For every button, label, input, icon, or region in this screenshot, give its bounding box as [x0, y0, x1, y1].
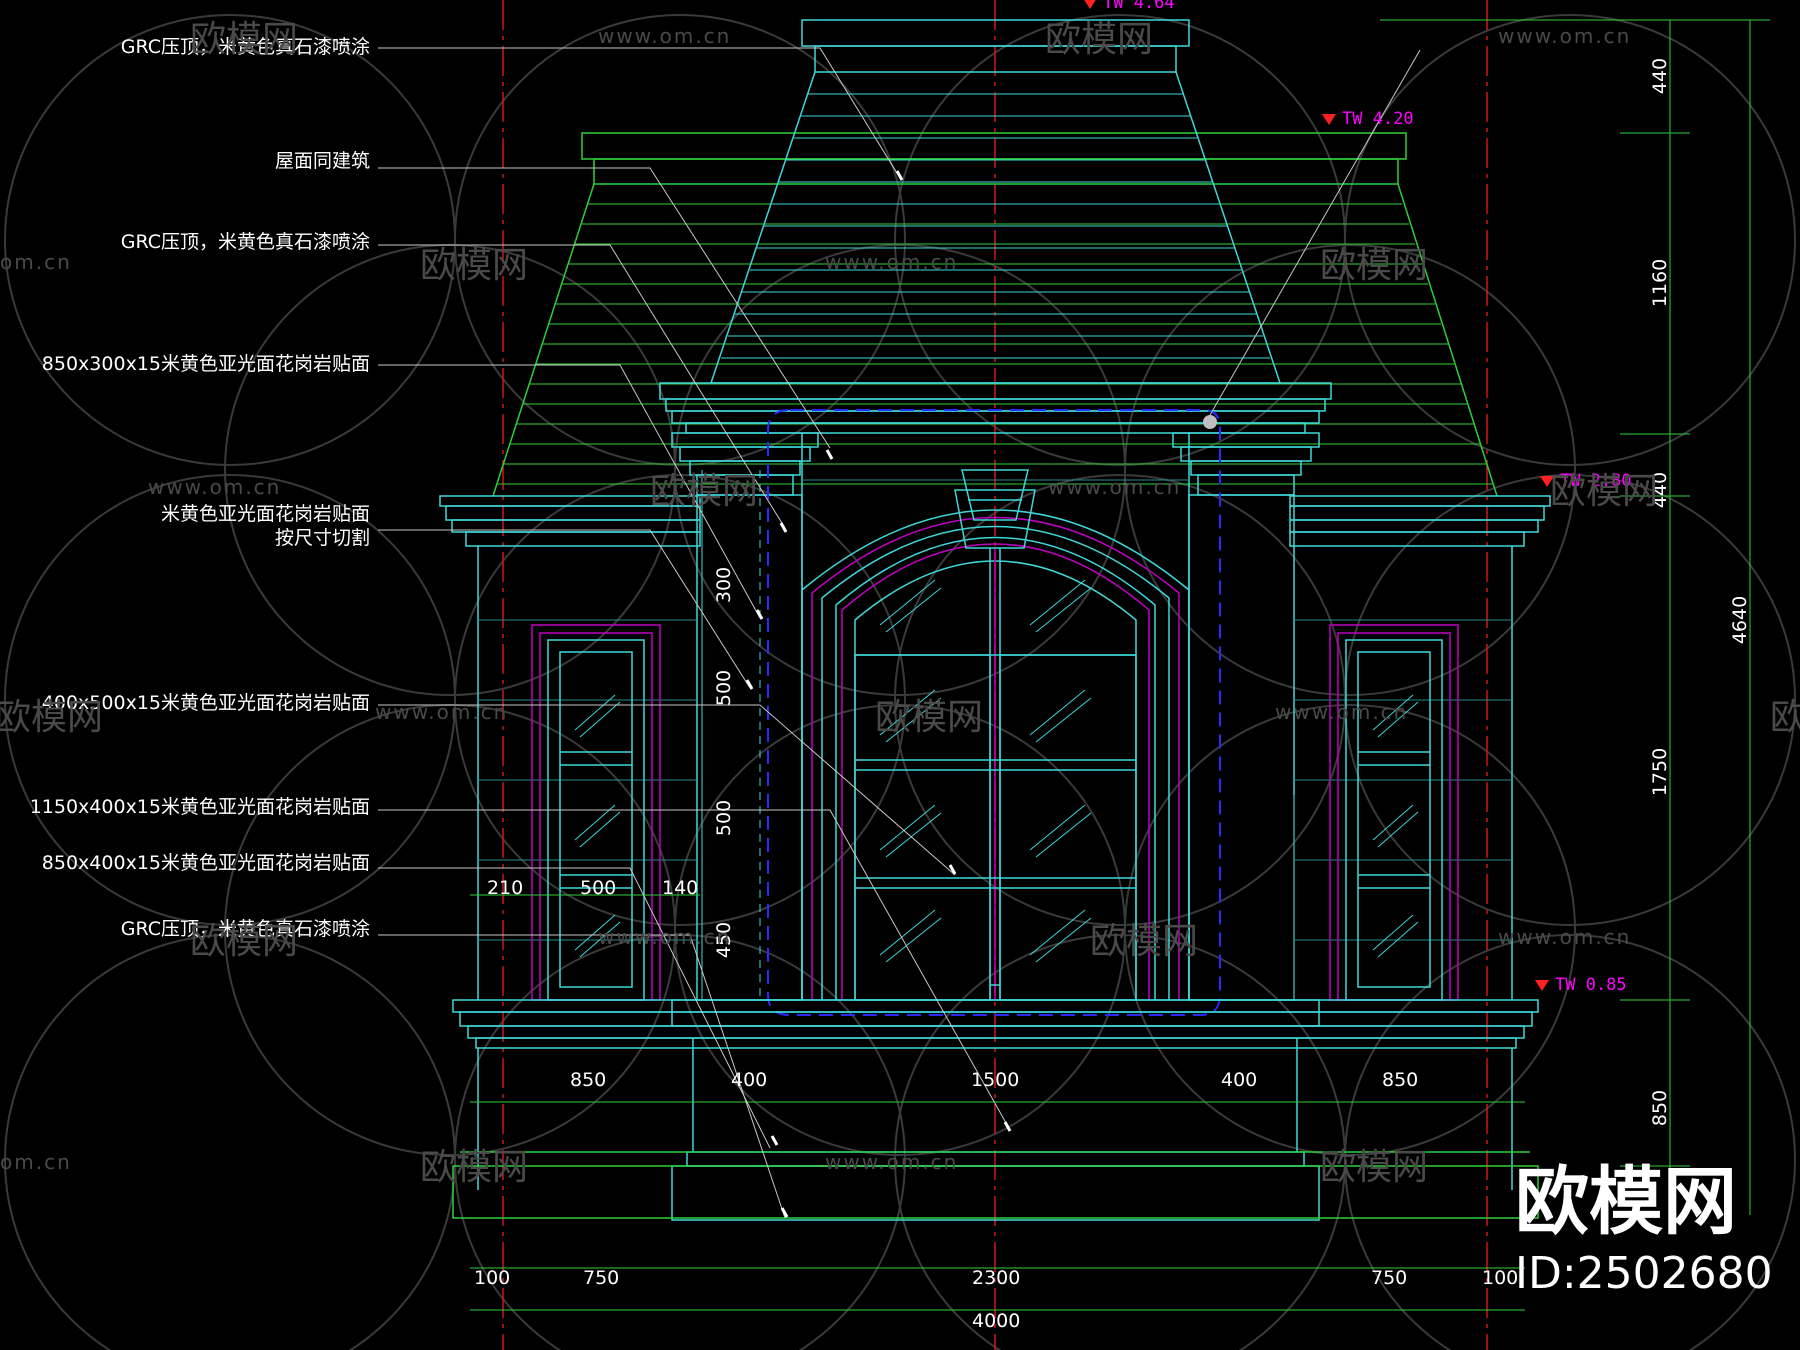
bottom-dimension: 750: [583, 1267, 620, 1289]
horizontal-dimension: 1500: [971, 1069, 1020, 1091]
horizontal-dimension: 400: [1221, 1069, 1258, 1091]
watermark-logo: 欧模网: [420, 1147, 529, 1188]
watermark-url: www.om.cn: [1498, 925, 1632, 949]
dimension-lines: [470, 19, 1770, 1311]
bottom-dimension: 100: [474, 1267, 511, 1289]
annotation-label: 400x500x15米黄色亚光面花岗岩贴面: [41, 692, 370, 714]
annotation-label: GRC压顶，米黄色真石漆喷涂: [120, 918, 370, 940]
annotation-label: GRC压顶，米黄色真石漆喷涂: [120, 231, 370, 253]
bottom-dimension: 100: [1482, 1267, 1519, 1289]
column-capitals: [671, 432, 1320, 496]
level-triangle-icon: [1322, 113, 1336, 125]
window-dimension: 140: [662, 877, 699, 899]
level-mark: TW 4.20: [1322, 110, 1414, 128]
annotation-label: 屋面同建筑: [274, 150, 370, 172]
watermark-url: www.om.cn: [1048, 475, 1182, 499]
annotation-label: 850x300x15米黄色亚光面花岗岩贴面: [41, 353, 370, 375]
level-mark: TW 0.85: [1535, 976, 1627, 994]
blue-dashed-outline: [767, 409, 1221, 1016]
watermark-logo: 欧模网: [0, 697, 104, 738]
bottom-dimension: 750: [1371, 1267, 1408, 1289]
column-dimension: 500: [713, 799, 736, 837]
annotation-label: 850x400x15米黄色亚光面花岗岩贴面: [41, 852, 370, 874]
tower-roof: [659, 19, 1332, 434]
level-triangle-icon: [1083, 0, 1097, 9]
watermark-logo: 欧模网: [1090, 921, 1199, 962]
watermark-logo: 欧模网: [1550, 471, 1659, 512]
vertical-dimension: 1750: [1649, 747, 1672, 797]
watermark-url: www.om.cn: [825, 1150, 959, 1174]
leader-ticks: [745, 170, 1012, 1218]
window-dimension: 500: [580, 877, 617, 899]
watermark-logo: 欧模网: [1770, 697, 1800, 738]
leader-lines: [378, 47, 1421, 1219]
horizontal-dimension: 400: [731, 1069, 768, 1091]
column-dimension: 300: [713, 566, 736, 604]
arched-window: [801, 469, 1190, 1001]
watermark-url: www.om.cn: [1275, 700, 1409, 724]
vertical-dimension: 850: [1649, 1089, 1672, 1127]
horizontal-dimension: 850: [570, 1069, 607, 1091]
watermark-logo: 欧模网: [190, 19, 299, 60]
leader-node: [1203, 415, 1217, 429]
annotation-label: GRC压顶，米黄色真石漆喷涂: [120, 36, 370, 58]
vertical-dimension: 1160: [1649, 258, 1672, 308]
level-mark: TW 2.80: [1540, 472, 1632, 490]
watermark-logo: 欧模网: [1045, 19, 1154, 60]
watermark-logo: 欧模网: [1320, 245, 1429, 286]
axis-lines: [502, 0, 1488, 1350]
level-triangle-icon: [1535, 979, 1549, 991]
window-dimension: 210: [487, 877, 524, 899]
annotation-label: 米黄色亚光面花岗岩贴面: [160, 503, 370, 525]
side-cornices: [439, 495, 1551, 547]
annotation-label: 1150x400x15米黄色亚光面花岗岩贴面: [29, 796, 370, 818]
watermark-url: www.om.cn: [375, 700, 509, 724]
watermark-logo: 欧模网: [650, 471, 759, 512]
watermark-url: om.cn: [0, 1150, 72, 1174]
watermark-url: www.om.cn: [598, 24, 732, 48]
total-width-dimension: 4000: [972, 1310, 1021, 1332]
watermark-url: www.om.cn: [1498, 24, 1632, 48]
watermark-url: www.om.cn: [825, 250, 959, 274]
column-dimension: 500: [713, 669, 736, 707]
brand-logo: 欧模网: [1515, 1159, 1737, 1245]
brand-id: ID:2502680: [1515, 1248, 1773, 1299]
watermark-url: om.cn: [0, 250, 72, 274]
watermark-url: www.om.cn: [148, 475, 282, 499]
watermark-logo: 欧模网: [420, 245, 529, 286]
horizontal-dimension: 850: [1382, 1069, 1419, 1091]
watermark-url: www.om.cn: [598, 925, 732, 949]
level-mark: TW 4.64: [1083, 0, 1175, 12]
total-height-dimension: 4640: [1729, 595, 1752, 645]
watermark-logo: 欧模网: [1320, 1147, 1429, 1188]
annotation-label: 按尺寸切割: [274, 527, 370, 549]
vertical-dimension: 440: [1649, 57, 1672, 95]
bottom-dimension: 2300: [972, 1267, 1021, 1289]
watermark-logo: 欧模网: [875, 697, 984, 738]
watermark-logo: 欧模网: [190, 921, 299, 962]
level-triangle-icon: [1540, 475, 1554, 487]
base-plinth: [452, 999, 1539, 1221]
